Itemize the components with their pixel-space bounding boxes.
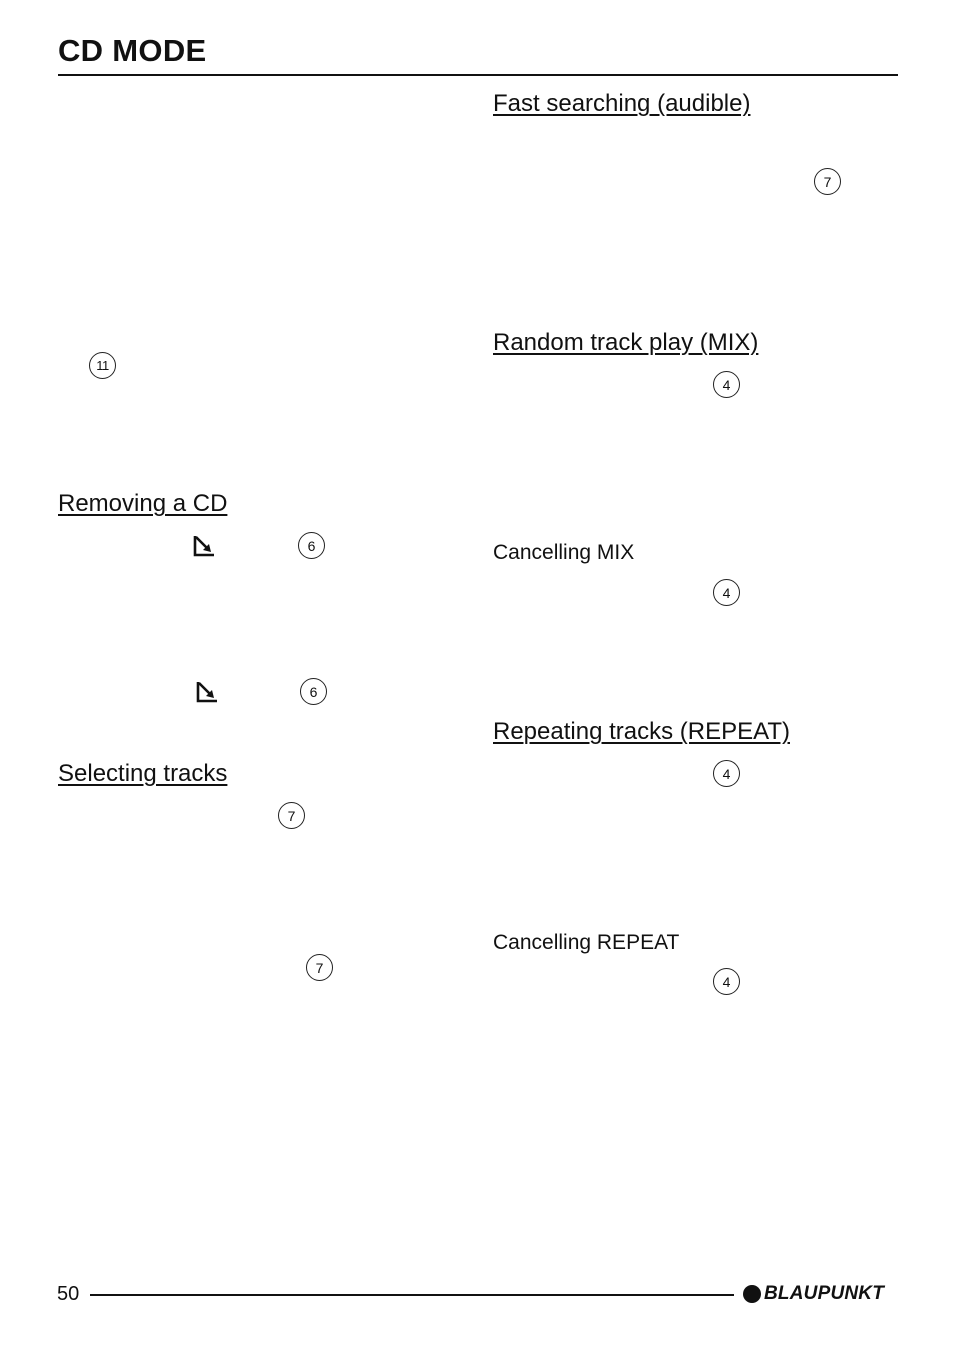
page-number: 50 xyxy=(57,1283,80,1305)
heading-random-play: Random track play (MIX) xyxy=(493,329,759,356)
eject-icon xyxy=(193,536,214,557)
title-divider xyxy=(58,74,898,76)
heading-fast-searching: Fast searching (audible) xyxy=(493,90,751,117)
ref-number-eject-2: 6 xyxy=(300,678,327,705)
page-title: CD MODE xyxy=(58,33,207,68)
heading-selecting-tracks: Selecting tracks xyxy=(58,760,228,787)
blaupunkt-dot-icon xyxy=(743,1285,761,1303)
ref-number-repeat: 4 xyxy=(713,760,740,787)
subheading-cancel-repeat: Cancelling REPEAT xyxy=(493,931,680,954)
footer-divider xyxy=(90,1294,734,1296)
subheading-cancel-mix: Cancelling MIX xyxy=(493,541,635,564)
ref-number-fast-search: 7 xyxy=(814,168,841,195)
ref-number-cancel-repeat: 4 xyxy=(713,968,740,995)
ref-number-select-2: 7 xyxy=(306,954,333,981)
ref-number-select-1: 7 xyxy=(278,802,305,829)
eject-icon xyxy=(196,682,217,703)
brand-logo: BLAUPUNKT xyxy=(743,1282,884,1306)
ref-number-insert: 11 xyxy=(89,352,116,379)
ref-number-eject-1: 6 xyxy=(298,532,325,559)
ref-number-mix: 4 xyxy=(713,371,740,398)
brand-name: BLAUPUNKT xyxy=(764,1283,885,1304)
heading-repeating-tracks: Repeating tracks (REPEAT) xyxy=(493,718,790,745)
heading-removing-cd: Removing a CD xyxy=(58,490,228,517)
ref-number-cancel-mix: 4 xyxy=(713,579,740,606)
